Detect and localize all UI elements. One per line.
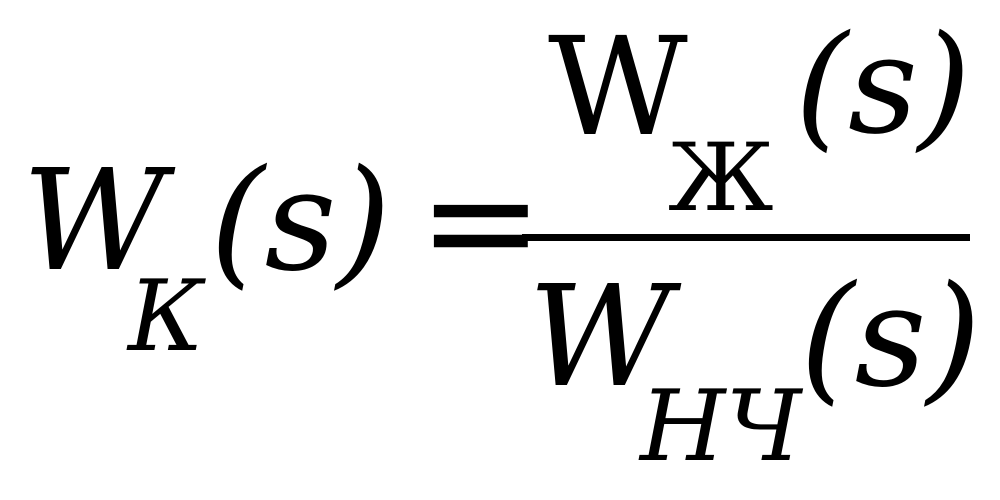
numerator-symbol: W (548, 9, 688, 167)
denominator-symbol: W (528, 256, 672, 419)
fraction-bar (522, 234, 970, 241)
numerator-argument: (s) (795, 7, 971, 165)
lhs-argument: (s) (210, 140, 392, 303)
lhs-subscript: К (128, 260, 204, 374)
equals-sign: = (418, 135, 544, 309)
numerator-subscript: Ж (668, 124, 774, 233)
lhs-symbol: W (22, 140, 166, 303)
denominator-argument: (s) (800, 256, 982, 419)
denominator-subscript: НЧ (640, 370, 802, 484)
